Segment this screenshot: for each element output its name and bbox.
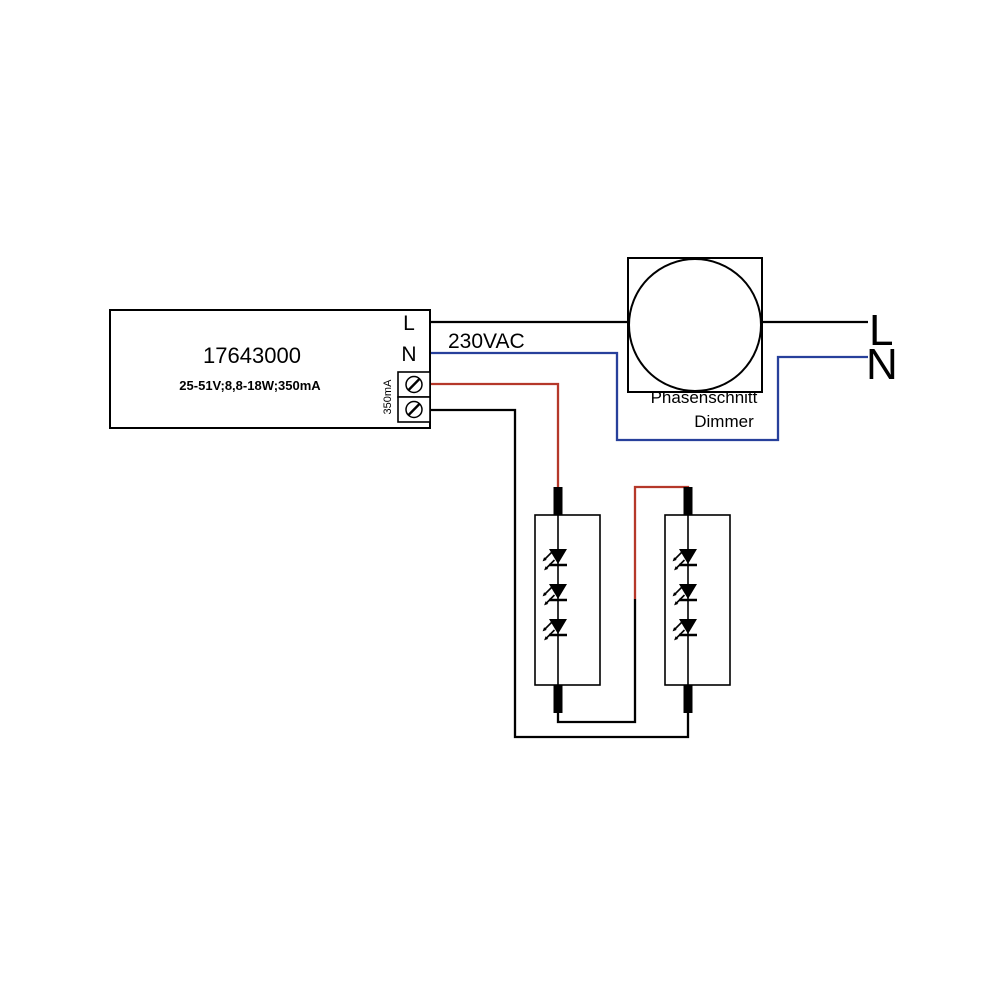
- driver-terminal-n-label: N: [401, 343, 416, 366]
- led-positive-wire: [430, 382, 560, 496]
- screw-terminal-positive: [397, 371, 431, 398]
- module-link-wire-black: [556, 599, 637, 724]
- driver-spec: 25-51V;8,8-18W;350mA: [179, 378, 321, 393]
- screw-terminal-negative: [397, 396, 431, 423]
- supply-voltage-label: 230VAC: [448, 330, 525, 353]
- driver-box: [109, 309, 431, 429]
- driver-terminal-l-label: L: [403, 312, 415, 335]
- led-module-1: [535, 487, 600, 713]
- mains-line-label: L: [869, 306, 893, 355]
- driver-output-current-label: 350mA: [382, 379, 394, 415]
- mains-neutral-label: N: [866, 340, 898, 389]
- dimmer-knob: [628, 258, 762, 392]
- led-module-2: [665, 487, 730, 713]
- dimmer-label-line2: Dimmer: [694, 412, 754, 431]
- neutral-wire: [430, 351, 868, 442]
- dimmer-label-line1: Phasenschnitt: [651, 388, 758, 407]
- driver-model: 17643000: [203, 343, 301, 368]
- led-return-wire: [430, 408, 690, 739]
